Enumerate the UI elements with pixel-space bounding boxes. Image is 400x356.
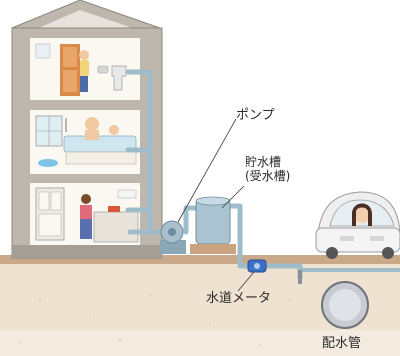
label-water-main: 配水管 xyxy=(322,336,362,351)
water-meter xyxy=(247,259,267,273)
car xyxy=(315,191,400,259)
leader-lines xyxy=(177,118,255,292)
label-storage-tank-line2: (受水槽) xyxy=(245,169,291,184)
water-main-pipe xyxy=(298,270,369,329)
label-storage-tank-line1: 貯水槽 xyxy=(245,155,282,169)
label-pump: ポンプ xyxy=(236,108,275,123)
label-water-meter: 水道メータ xyxy=(206,291,272,306)
label-storage-tank: 貯水槽 (受水槽) xyxy=(245,155,290,183)
building xyxy=(11,0,163,259)
pump xyxy=(160,220,186,254)
storage-tank xyxy=(190,196,236,254)
